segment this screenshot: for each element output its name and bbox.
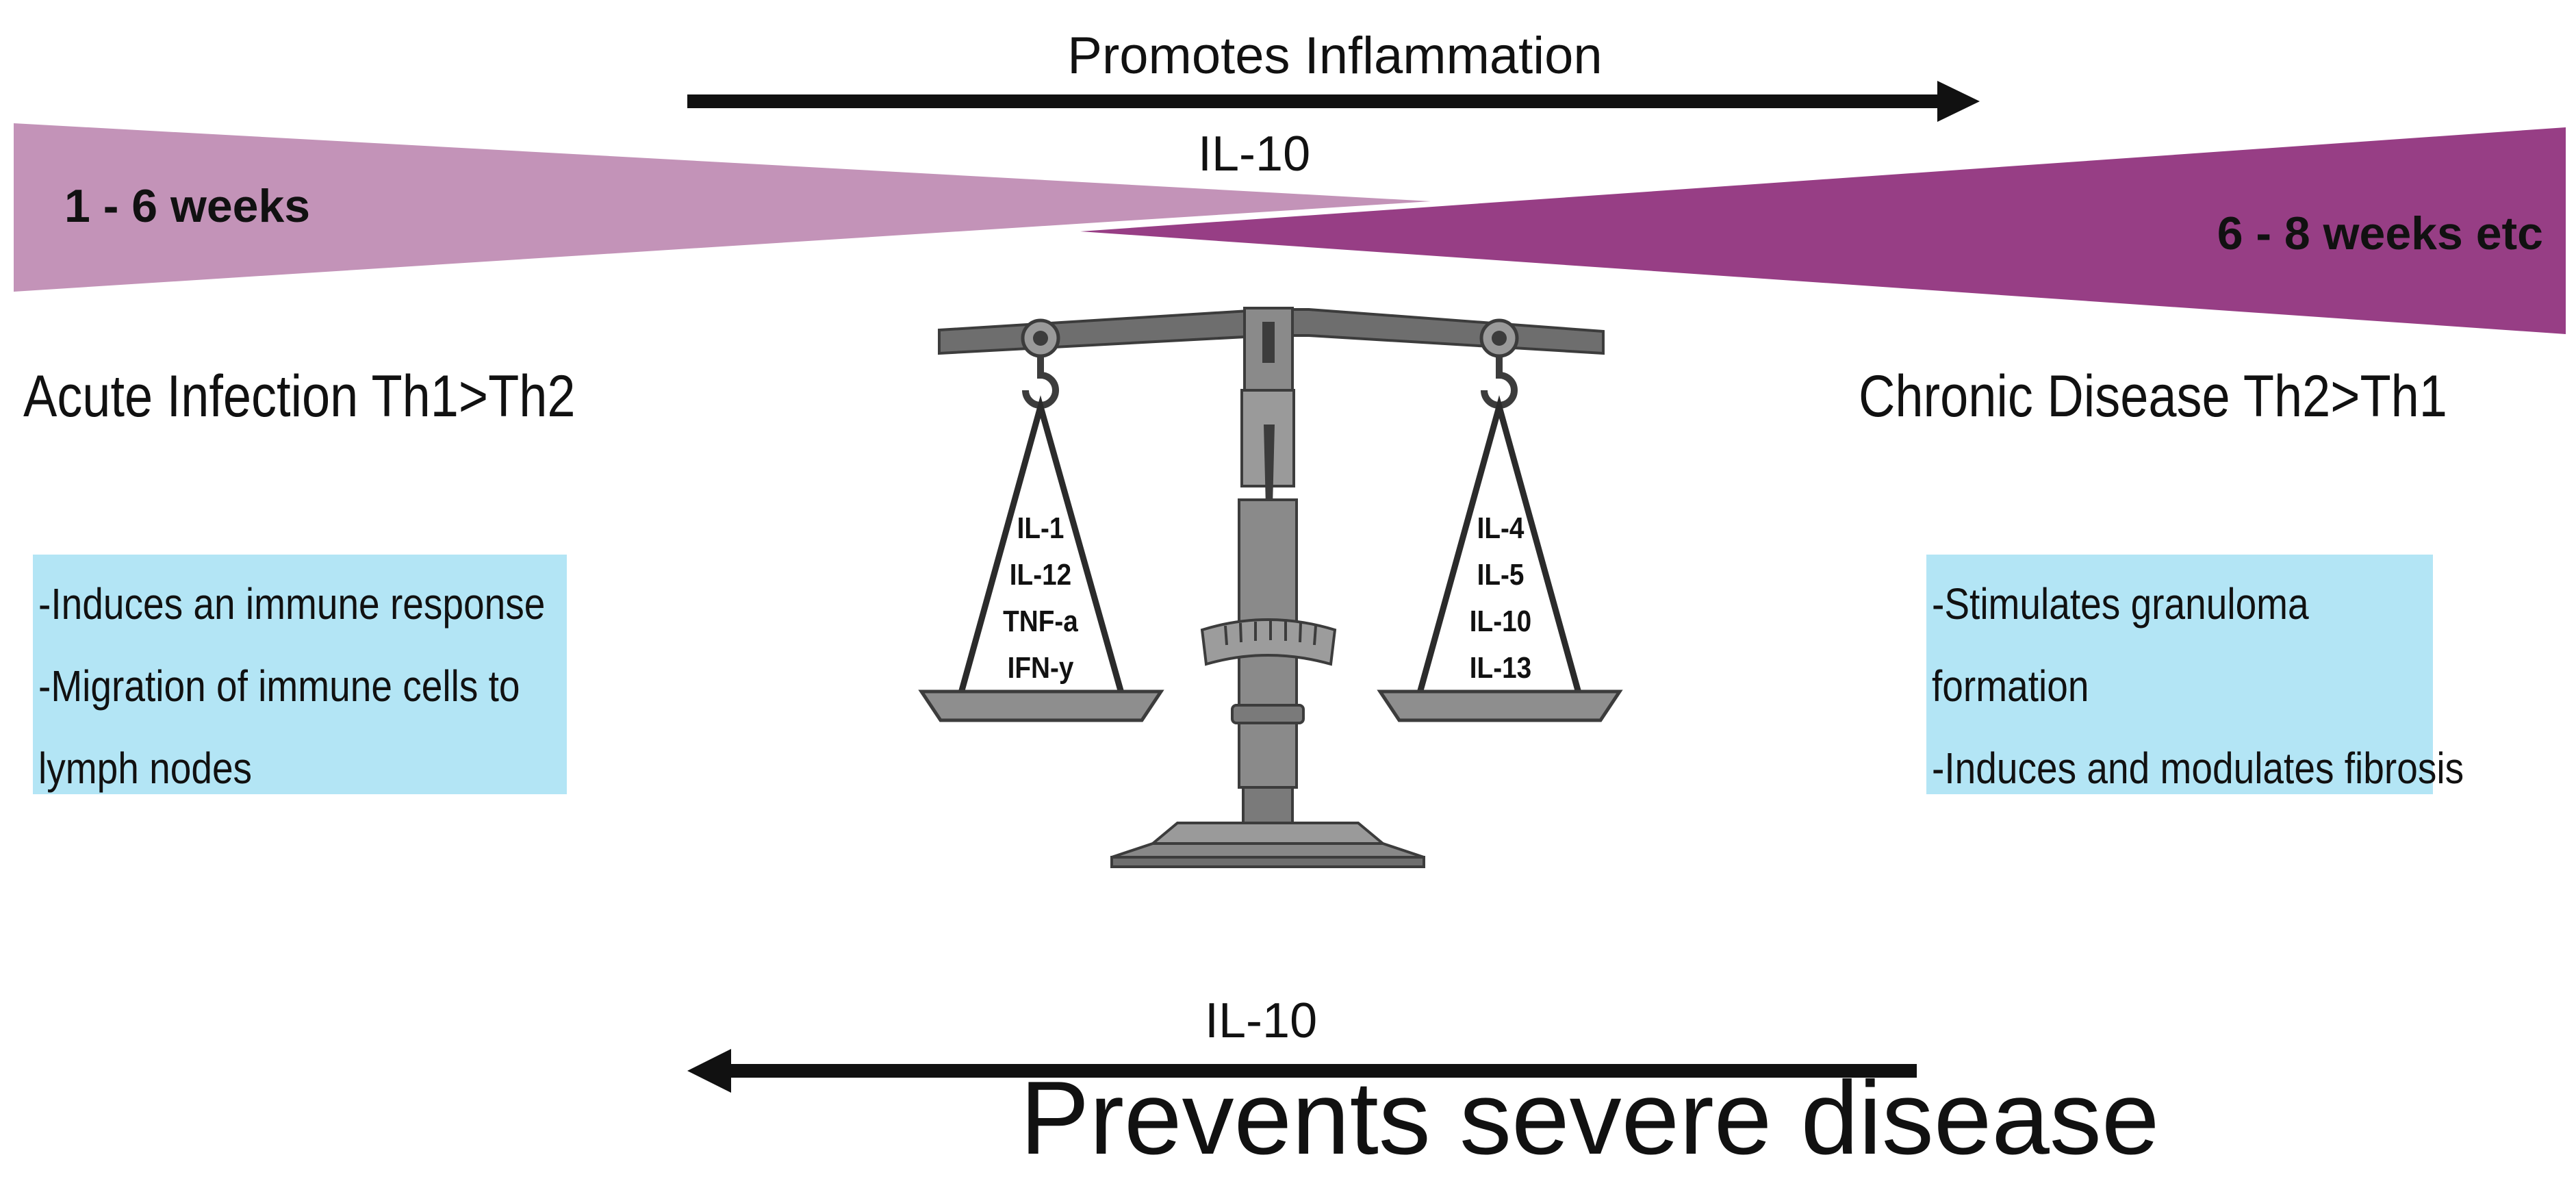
th1-cytokine-list: IL-1 IL-12 TNF-a IFN-y (980, 505, 1101, 692)
th2-cytokine-list: IL-4 IL-5 IL-10 IL-13 (1440, 505, 1561, 692)
chronic-disease-title: Chronic Disease Th2>Th1 (1859, 364, 2447, 429)
chronic-wedge (1080, 127, 2566, 334)
acute-effects-box: -Induces an immune response -Migration o… (33, 555, 567, 794)
bottom-il10-label: IL-10 (1205, 993, 1318, 1048)
balance-scale-icon (918, 307, 1623, 868)
cytokine-label: IL-10 (1469, 605, 1532, 638)
acute-point: lymph nodes (38, 744, 253, 793)
cytokine-label: IL-5 (1477, 558, 1525, 592)
chronic-point: -Stimulates granuloma (1932, 579, 2309, 629)
acute-wedge (14, 123, 1431, 292)
chronic-point: -Induces and modulates fibrosis (1932, 744, 2464, 793)
chronic-effects-box: -Stimulates granuloma formation -Induces… (1926, 555, 2464, 794)
top-il10-label: IL-10 (1198, 127, 1311, 181)
acute-point: -Migration of immune cells to (38, 661, 520, 711)
cytokine-label: TNF-a (1003, 605, 1078, 638)
promotes-arrow (687, 81, 1980, 122)
acute-infection-title: Acute Infection Th1>Th2 (23, 364, 576, 429)
chronic-point: formation (1932, 661, 2089, 711)
cytokine-label: IL-13 (1469, 651, 1532, 685)
promotes-inflammation-label: Promotes Inflammation (1067, 27, 1603, 85)
chronic-duration-label: 6 - 8 weeks etc (2217, 207, 2543, 259)
cytokine-label: IL-4 (1477, 511, 1525, 545)
cytokine-label: IL-12 (1009, 558, 1072, 592)
prevents-severe-disease-label: Prevents severe disease (1020, 1060, 2160, 1176)
acute-point: -Induces an immune response (38, 579, 546, 629)
acute-duration-label: 1 - 6 weeks (64, 180, 311, 232)
prevents-arrow (687, 1049, 1917, 1093)
cytokine-label: IL-1 (1017, 511, 1064, 545)
cytokine-label: IFN-y (1007, 651, 1074, 685)
